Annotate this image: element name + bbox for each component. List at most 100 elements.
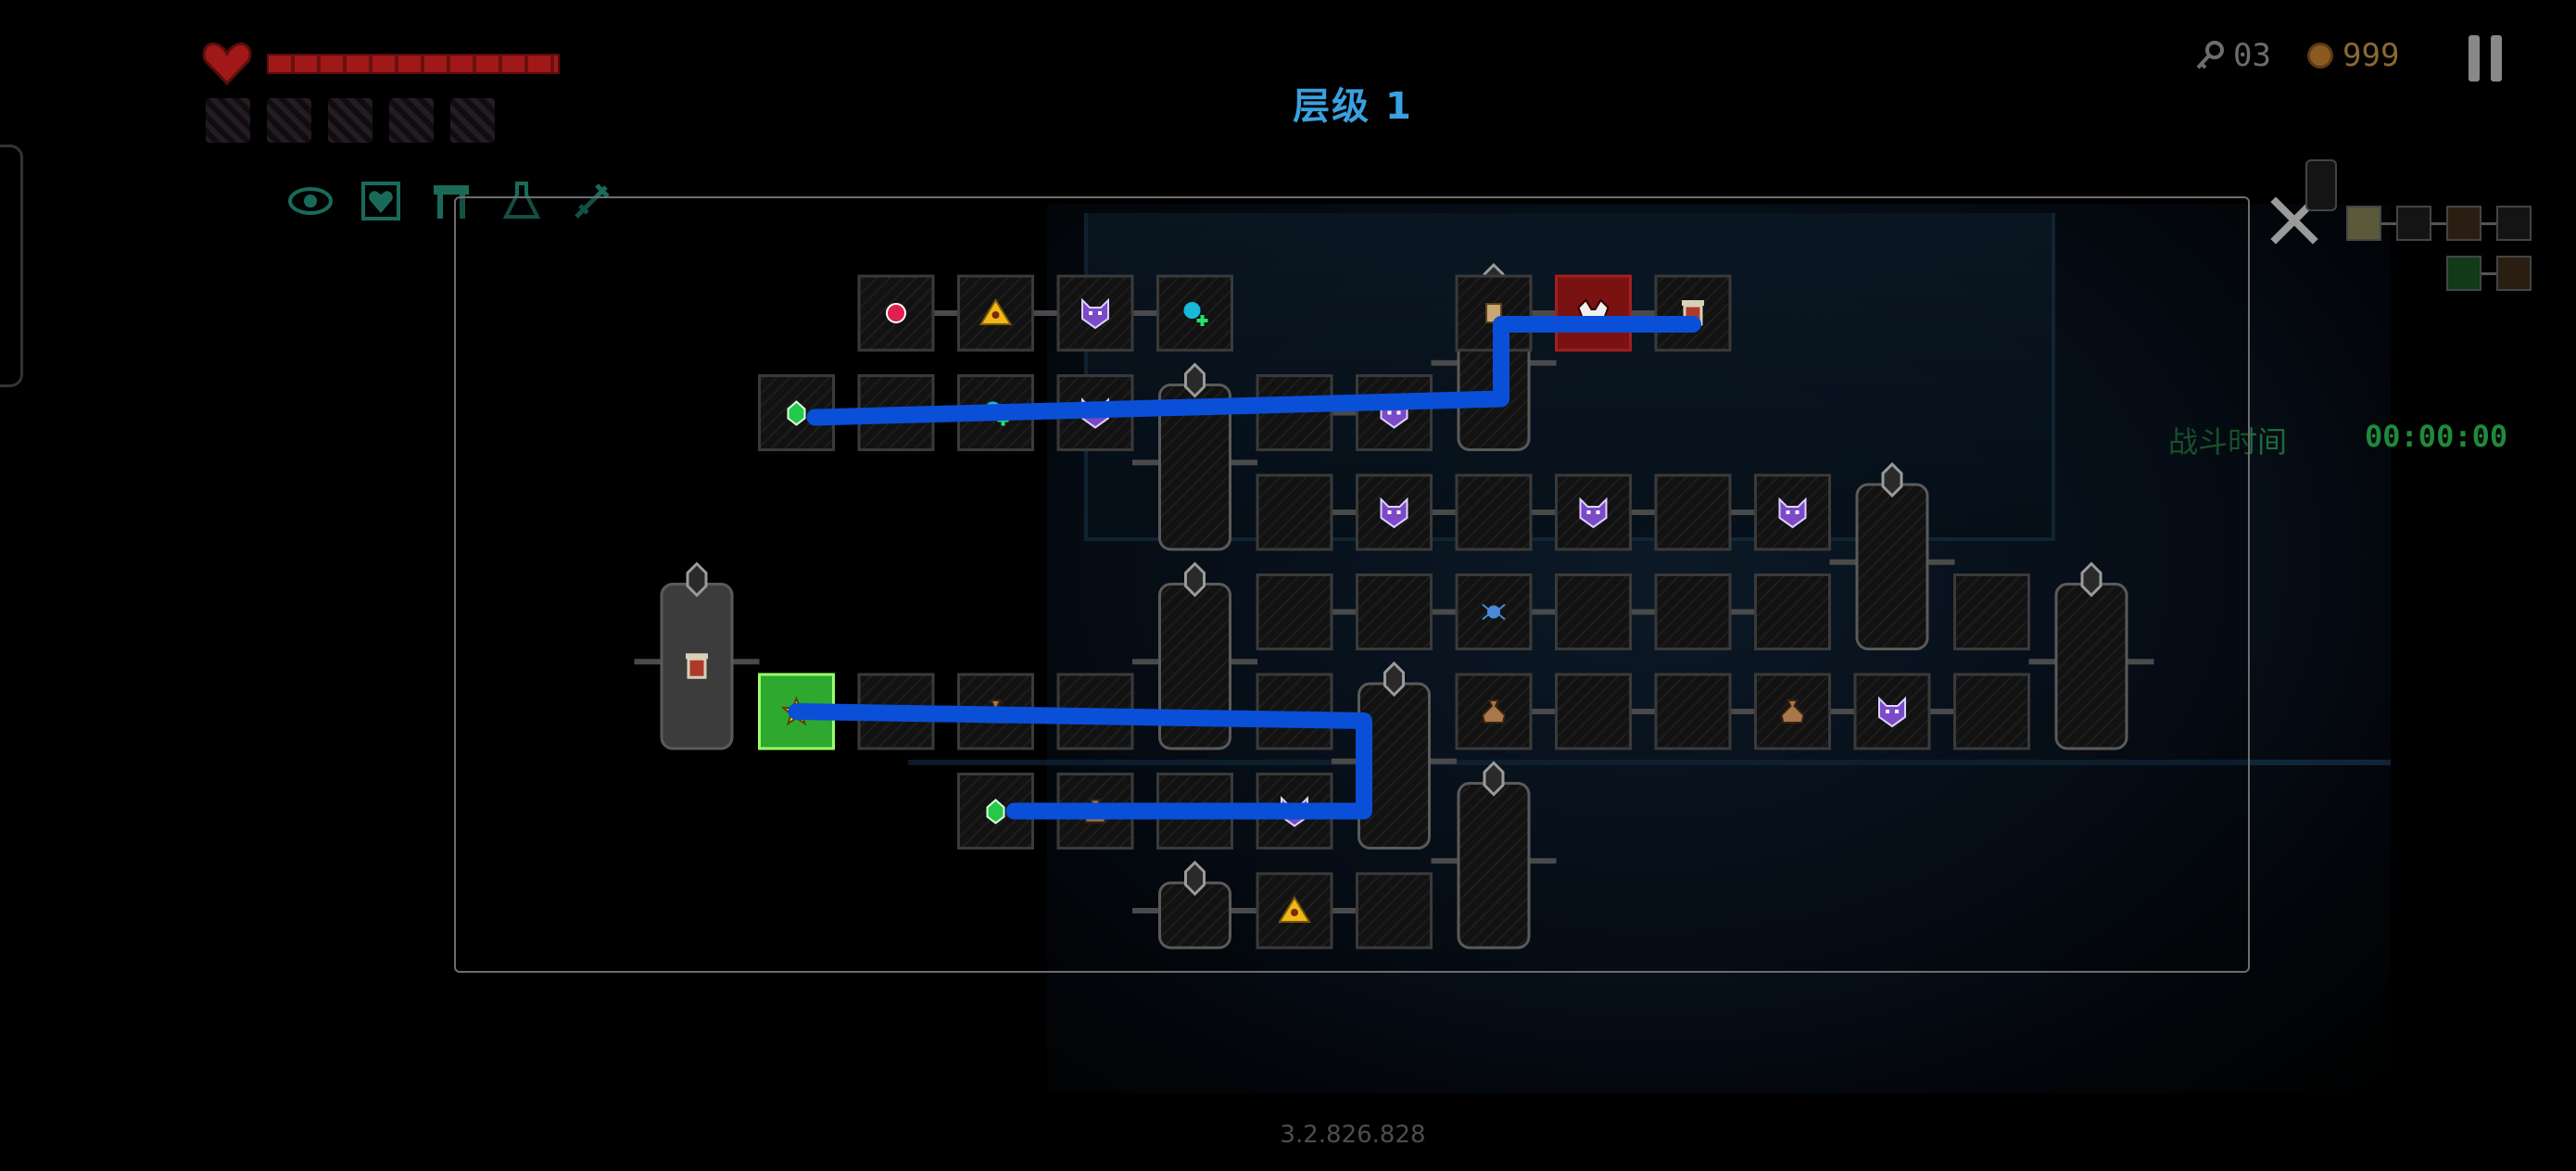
room-tile <box>1754 473 1831 551</box>
room-tile <box>1455 673 1533 750</box>
mask-eye <box>1795 510 1799 514</box>
mask-shape <box>1579 497 1608 529</box>
loot-bag-icon <box>1481 699 1507 724</box>
key-count: 03 <box>2233 37 2271 74</box>
gem-shape <box>986 799 1005 825</box>
room <box>1156 274 1233 352</box>
room-tile <box>1356 374 1433 451</box>
eye-icon[interactable] <box>287 178 334 224</box>
exit-gate-icon <box>686 653 708 679</box>
sword-icon[interactable] <box>569 178 615 224</box>
room-tile <box>1455 573 1533 650</box>
mask-eye <box>1596 510 1600 514</box>
mini-room <box>2396 206 2431 241</box>
armor-chip <box>206 98 250 143</box>
room-tile <box>1356 872 1433 950</box>
room-tile <box>1256 473 1333 551</box>
mask-eye <box>1396 510 1401 514</box>
demon-mask-icon <box>1878 696 1906 728</box>
room-tile <box>1356 573 1433 650</box>
heal-orb <box>1183 302 1201 319</box>
demon-mask-icon <box>1380 497 1408 529</box>
cyan-heal-icon <box>1183 302 1208 326</box>
loot-bag-icon <box>1780 699 1805 724</box>
room <box>1356 573 1433 650</box>
room-tile <box>1555 573 1632 650</box>
mini-room-loot <box>2446 206 2481 241</box>
room-tile <box>1256 573 1333 650</box>
gate-door <box>687 657 707 679</box>
mask-shape <box>1778 497 1807 529</box>
floor-title: 层级 1 <box>1293 85 1413 128</box>
room-tile <box>1754 573 1831 650</box>
heart-shield-icon[interactable] <box>358 178 404 224</box>
portal-gem-icon <box>1881 461 1903 498</box>
potion-icon[interactable] <box>499 178 545 224</box>
gem-shape <box>886 303 906 323</box>
buff-bar <box>287 178 615 224</box>
mini-connector <box>2481 222 2496 225</box>
coin-count: 999 <box>2342 37 2400 74</box>
portal-room <box>1357 661 1431 850</box>
gate-top <box>686 653 708 660</box>
demon-mask-icon <box>1778 497 1807 529</box>
mask-eye <box>1387 410 1392 415</box>
battle-time-label: 战斗时间 <box>2168 424 2288 460</box>
room-tile <box>1754 673 1831 750</box>
pyramid-eye <box>991 311 1000 319</box>
room <box>1356 872 1433 950</box>
room-tile <box>857 274 935 352</box>
pause-button[interactable] <box>2469 35 2506 82</box>
portal-room <box>1158 561 1231 750</box>
portal-gem-icon <box>1184 561 1206 598</box>
mini-map <box>2289 156 2548 295</box>
mask-eye <box>1586 510 1591 514</box>
room <box>1953 573 2030 650</box>
room <box>1455 673 1533 750</box>
portal-room <box>1158 860 1231 950</box>
room <box>1555 473 1632 551</box>
coin-icon <box>2307 43 2333 69</box>
mini-connector <box>2481 272 2496 275</box>
bag-shape <box>1481 699 1507 724</box>
room-tile <box>1256 872 1333 950</box>
room <box>1654 573 1732 650</box>
portal-body <box>1457 782 1531 950</box>
portal-room <box>1855 461 1929 650</box>
coin-counter: 999 <box>2307 37 2399 74</box>
key-icon <box>2196 41 2224 69</box>
mask-eye <box>1786 510 1790 514</box>
mini-room <box>2496 206 2532 241</box>
route-path <box>788 703 1372 820</box>
room <box>1056 274 1134 352</box>
portal-gem-icon <box>1184 860 1206 897</box>
eye-pyramid-icon <box>979 298 1013 325</box>
mask-shape <box>1081 297 1109 330</box>
pyramid-eye <box>1291 909 1298 916</box>
room-tile <box>1156 274 1233 352</box>
green-gem-icon <box>787 400 806 426</box>
mini-connector <box>2381 222 2396 225</box>
portal-gem-icon <box>1383 661 1405 698</box>
bag-shape <box>1780 699 1805 724</box>
route-layer <box>788 316 1701 820</box>
room-tile <box>1654 573 1732 650</box>
mask-eye <box>1098 311 1102 315</box>
room-tile <box>1654 274 1732 352</box>
room-tile <box>1555 673 1632 750</box>
mask-eye <box>1387 510 1392 514</box>
room <box>1455 473 1533 551</box>
room <box>1953 673 2030 750</box>
portal-gem-icon <box>1483 761 1505 797</box>
side-drawer-handle[interactable] <box>0 145 23 387</box>
room <box>1256 573 1333 650</box>
gate-icon[interactable] <box>428 178 474 224</box>
mini-room-current <box>2346 206 2381 241</box>
route-path <box>806 316 1701 426</box>
pause-bar <box>2491 35 2502 82</box>
demon-mask-icon <box>1081 297 1109 330</box>
portal-gem-icon <box>1184 362 1206 398</box>
portal-room <box>2054 561 2128 750</box>
portal-room <box>660 561 734 750</box>
mask-eye <box>1886 710 1889 713</box>
